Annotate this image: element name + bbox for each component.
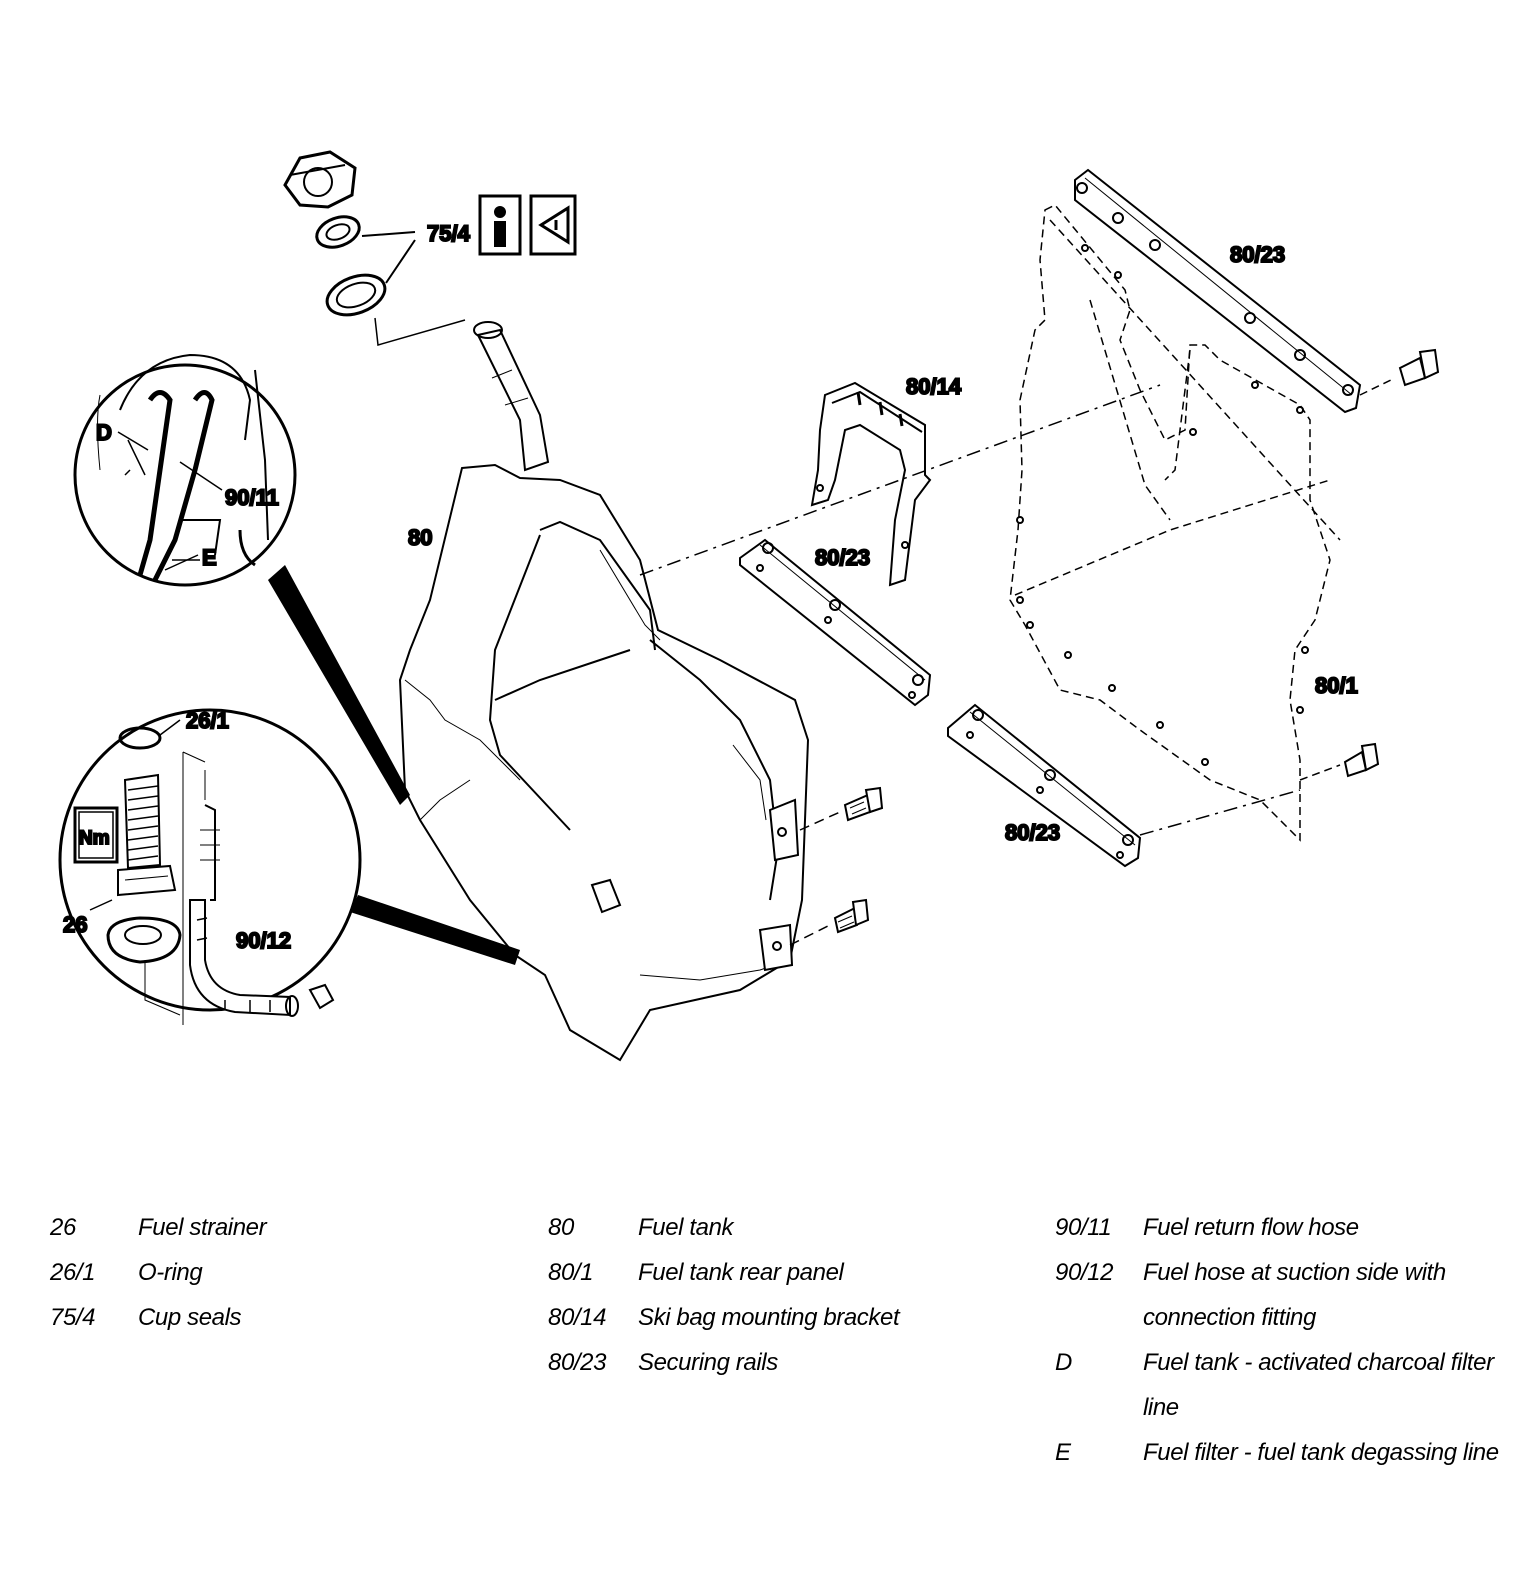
legend-description: Fuel strainer (138, 1214, 267, 1241)
fuel-tank-part (398, 463, 810, 1062)
detail-circle-upper (73, 353, 410, 805)
legend-code: 26 (50, 1214, 76, 1241)
rear-panel-holes (1016, 244, 1309, 766)
legend-code: 80/23 (548, 1349, 607, 1376)
callout-26-1: 26/1 (186, 708, 229, 733)
legend-item: 90/11 Fuel return flow hose (1055, 1205, 1510, 1250)
assembly-lines (639, 384, 1301, 836)
callout-80-14: 80/14 (906, 374, 962, 399)
ski-bag-bracket-part (810, 381, 932, 587)
legend-item: 80 Fuel tank (548, 1205, 988, 1250)
leader-90-11 (179, 461, 223, 491)
filler-neck (374, 317, 550, 472)
legend-code: D (1055, 1349, 1072, 1376)
securing-rail-top (1074, 168, 1362, 414)
callout-80-1: 80/1 (1315, 673, 1358, 698)
legend-code: 80/14 (548, 1304, 607, 1331)
callout-26: 26 (63, 912, 87, 937)
legend-description: Fuel tank (638, 1214, 734, 1241)
legend-item: 90/12 Fuel hose at suction side with con… (1055, 1250, 1510, 1340)
legend-item: 80/23 Securing rails (548, 1340, 988, 1385)
bolt-lower (789, 898, 870, 946)
bolt-right-upper (1359, 348, 1440, 396)
legend-item: 75/4 Cup seals (50, 1295, 480, 1340)
callout-80: 80 (408, 525, 432, 550)
info-icon (478, 194, 522, 256)
legend-code: 90/11 (1055, 1214, 1112, 1241)
legend-code: 75/4 (50, 1304, 96, 1331)
exploded-parts-diagram: 75/4 80 (58, 150, 1440, 1062)
securing-rail-bottom (947, 703, 1142, 868)
legend-code: E (1055, 1439, 1071, 1466)
callout-E: E (202, 545, 217, 570)
leader-D (117, 431, 149, 451)
callout-80-23-bottom: 80/23 (1005, 820, 1060, 845)
callout-nm: Nm (79, 828, 110, 849)
fuel-cap (283, 150, 357, 209)
legend-column-1: 26 Fuel strainer 26/1 O-ring 75/4 Cup se… (50, 1205, 480, 1340)
callout-75-4: 75/4 (427, 221, 471, 246)
legend-description: Fuel tank rear panel (638, 1259, 844, 1286)
callout-80-23-mid: 80/23 (815, 545, 870, 570)
legend-description: Fuel hose at suction side with connectio… (1143, 1259, 1446, 1331)
legend-column-2: 80 Fuel tank 80/1 Fuel tank rear panel 8… (548, 1205, 988, 1385)
securing-rail-mid (739, 538, 932, 707)
legend-description: Cup seals (138, 1304, 242, 1331)
legend-item: D Fuel tank - activated charcoal filter … (1055, 1340, 1510, 1430)
legend-code: 80/1 (548, 1259, 594, 1286)
callout-D: D (96, 420, 112, 445)
legend-item: 80/14 Ski bag mounting bracket (548, 1295, 988, 1340)
callout-80-23-top: 80/23 (1230, 242, 1285, 267)
legend-code: 80 (548, 1214, 574, 1241)
legend-description: Fuel return flow hose (1143, 1214, 1359, 1241)
legend-code: 90/12 (1055, 1259, 1114, 1286)
leader-26 (89, 899, 113, 911)
bolt-upper (799, 786, 884, 831)
bolt-right-lower (1299, 742, 1380, 781)
legend-item: 26 Fuel strainer (50, 1205, 480, 1250)
legend-description: Fuel tank - activated charcoal filter li… (1143, 1349, 1494, 1421)
cup-seals-part (315, 215, 416, 317)
leader-E (164, 554, 199, 571)
fuel-tank-rear-panel-part (1009, 204, 1341, 842)
callout-90-11: 90/11 (225, 485, 279, 510)
torque-icon (73, 806, 119, 864)
legend-description: Securing rails (638, 1349, 778, 1376)
legend-item: 26/1 O-ring (50, 1250, 480, 1295)
callout-90-12: 90/12 (236, 928, 291, 953)
detail-circle-lower (58, 708, 520, 1025)
legend-description: O-ring (138, 1259, 203, 1286)
legend-description: Ski bag mounting bracket (638, 1304, 900, 1331)
legend-code: 26/1 (50, 1259, 96, 1286)
legend-item: 80/1 Fuel tank rear panel (548, 1250, 988, 1295)
legend-description: Fuel filter - fuel tank degassing line (1143, 1439, 1499, 1466)
warning-triangle-icon (529, 194, 577, 256)
legend-column-3: 90/11 Fuel return flow hose 90/12 Fuel h… (1055, 1205, 1510, 1475)
legend-item: E Fuel filter - fuel tank degassing line (1055, 1430, 1510, 1475)
